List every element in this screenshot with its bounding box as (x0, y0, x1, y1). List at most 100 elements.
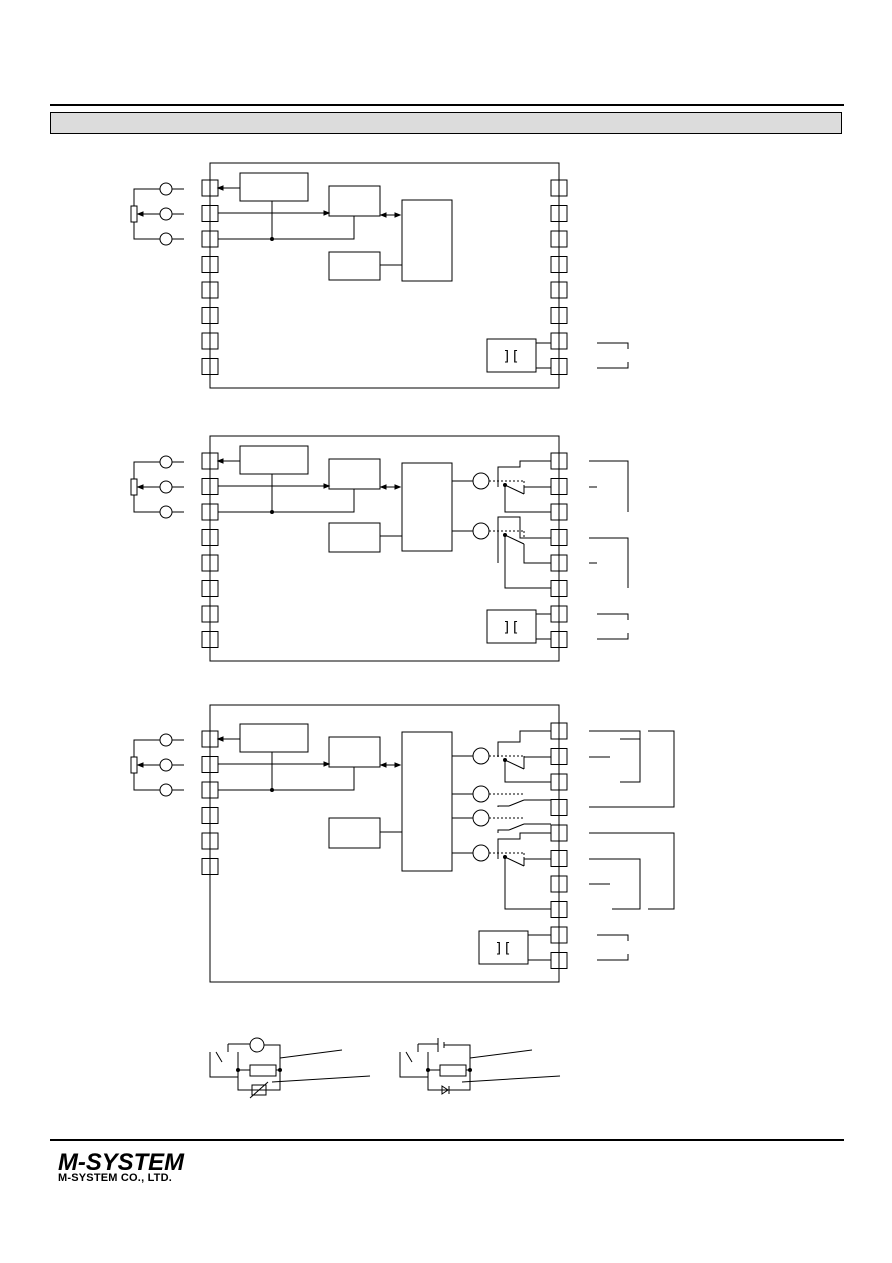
terminal-right (550, 332, 568, 350)
relay-coil-icon (472, 522, 490, 540)
power-block (328, 522, 381, 553)
ac-protection-circuit (209, 1037, 371, 1099)
wire (218, 767, 355, 791)
contact-wire (497, 829, 509, 833)
ad-converter-block (328, 736, 381, 768)
wire (399, 1052, 429, 1078)
terminal-left (201, 332, 219, 350)
load-lead (589, 460, 629, 512)
isolation-transformer-icon (478, 930, 529, 965)
terminal-right (550, 230, 568, 248)
terminal-left (201, 554, 219, 572)
terminal-left (201, 580, 219, 597)
terminal-right (550, 205, 568, 222)
load-lead (589, 858, 641, 910)
supply-lead (597, 633, 629, 640)
cpu-block (401, 199, 453, 282)
company-name: M-SYSTEM CO., LTD. (58, 1172, 173, 1184)
excitation-block (239, 445, 309, 475)
contact-wire (523, 858, 551, 866)
load-lead (589, 730, 675, 808)
arrow-head (394, 212, 402, 218)
cpu-block (401, 731, 453, 872)
arrow-head (216, 185, 224, 191)
relay-coil-icon (472, 844, 490, 862)
dc-protection-circuit (399, 1038, 561, 1095)
contact-wire (497, 805, 509, 807)
wire (264, 1044, 281, 1070)
input-terminal-circle (159, 455, 173, 469)
contact-wire (523, 756, 551, 769)
supply-lead (597, 362, 629, 369)
contact-wire (497, 832, 551, 859)
arrow-head (394, 484, 402, 490)
load-lead (589, 537, 629, 588)
excitation-block (239, 172, 309, 202)
terminal-right (550, 179, 568, 197)
bottom-rule (50, 1139, 844, 1141)
arrow-head (216, 458, 224, 464)
arrow-head (323, 483, 331, 489)
terminal-left (201, 358, 219, 375)
pot-lead (133, 495, 160, 513)
arrow-head (323, 210, 331, 216)
transformer-glyph: ][ (503, 620, 520, 636)
potentiometer-icon (130, 478, 138, 496)
module-outline (209, 162, 560, 389)
terminal-left (201, 529, 219, 546)
transformer-glyph: ][ (503, 349, 520, 365)
leader-line (469, 1049, 533, 1059)
input-terminal-circle (159, 505, 173, 519)
contact-wire (504, 535, 551, 589)
isolation-transformer-icon (486, 338, 537, 373)
load-lead (589, 730, 641, 783)
contact-wire (504, 857, 551, 910)
relay-contact-icon (508, 823, 525, 831)
transformer-glyph: ][ (495, 941, 512, 957)
relay-contact-icon (405, 1051, 413, 1063)
terminal-right (550, 799, 568, 816)
terminal-right (550, 307, 568, 324)
terminal-left (201, 807, 219, 824)
input-terminal-circle (159, 758, 173, 772)
relay-contact-icon (504, 759, 525, 770)
contact-wire (523, 544, 551, 564)
contact-wire (504, 485, 551, 513)
pot-lead (133, 222, 160, 240)
contact-wire (497, 730, 551, 757)
arrow-head (216, 736, 224, 742)
diagram-four-alarms: ][ (130, 704, 675, 983)
supply-lead (597, 934, 629, 941)
top-rule (50, 104, 844, 106)
ac-source-icon (249, 1037, 265, 1053)
pot-lead (133, 739, 160, 757)
contact-wire (497, 516, 551, 563)
power-block (328, 251, 381, 281)
relay-contact-icon (504, 484, 525, 495)
input-terminal-circle (159, 480, 173, 494)
relay-contact-icon (504, 856, 525, 867)
potentiometer-icon (130, 205, 138, 223)
supply-lead (597, 613, 629, 620)
arrow-head (394, 762, 402, 768)
relay-contact-icon (508, 799, 525, 807)
terminal-left (201, 858, 219, 875)
leader-line (279, 1049, 343, 1059)
arrow-head (379, 212, 387, 218)
terminal-right (550, 256, 568, 273)
pot-lead (133, 188, 160, 206)
leader-line (461, 1075, 561, 1083)
diagram-two-alarms: ][ (130, 435, 629, 662)
pot-lead (133, 461, 160, 479)
load-lead (589, 832, 675, 910)
terminal-left (201, 605, 219, 623)
input-terminal-circle (159, 733, 173, 747)
relay-contact-icon (215, 1051, 223, 1063)
supply-lead (597, 954, 629, 961)
contact-wire (504, 760, 551, 783)
wire (209, 1052, 239, 1078)
isolation-transformer-icon (486, 609, 537, 644)
supply-lead (597, 342, 629, 349)
diagram-no-alarm: ][ (130, 162, 629, 389)
